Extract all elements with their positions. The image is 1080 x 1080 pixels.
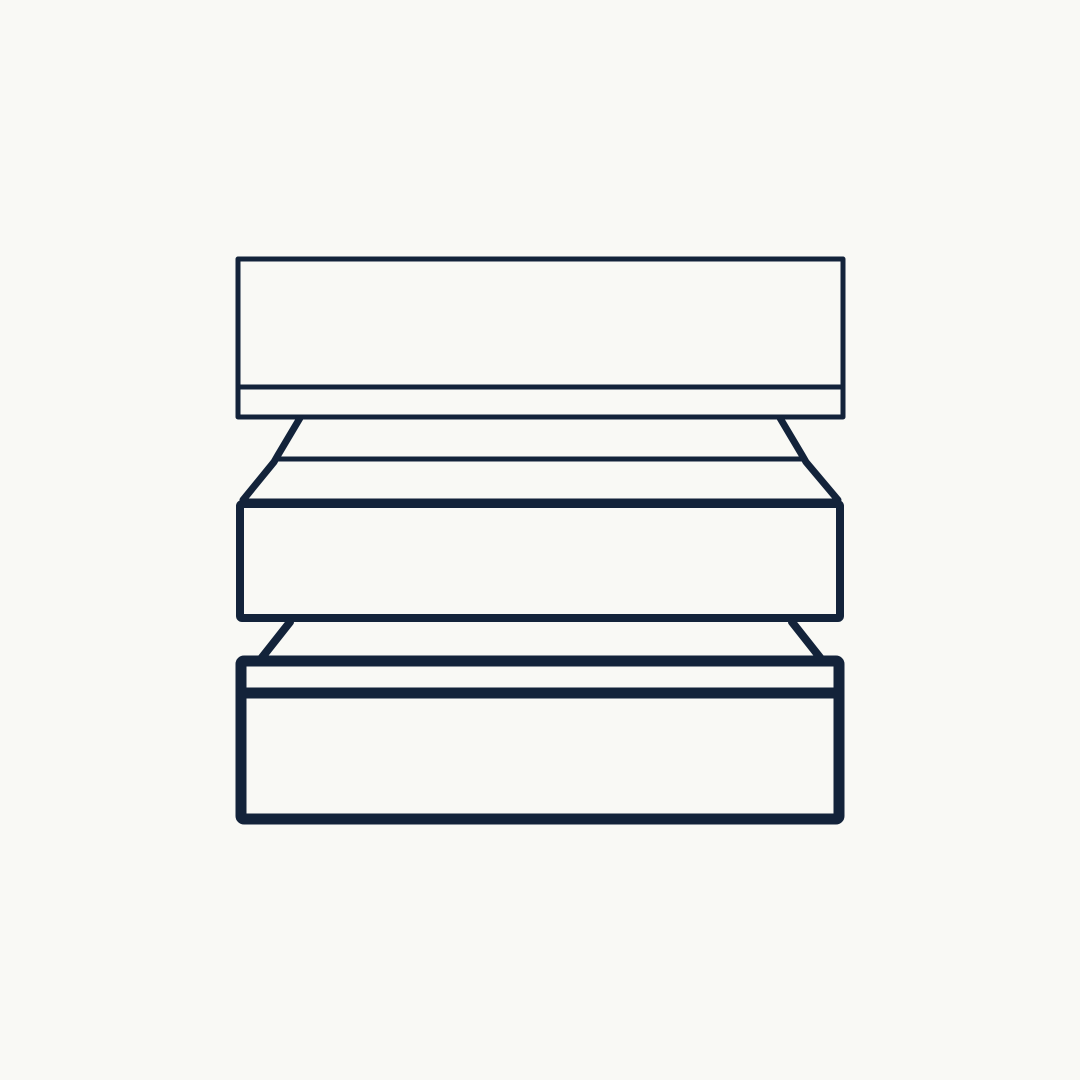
middle-layer [236, 500, 844, 622]
middle-layer-frame [236, 500, 844, 622]
bottom-connector-left-edge [256, 618, 294, 664]
bottom-connector-right-edge [788, 618, 826, 664]
top-layer-outer-frame [235, 256, 846, 420]
bottom-layer [235, 655, 845, 825]
top-layer [235, 256, 846, 420]
bottom-layer-outer-frame [235, 655, 845, 825]
